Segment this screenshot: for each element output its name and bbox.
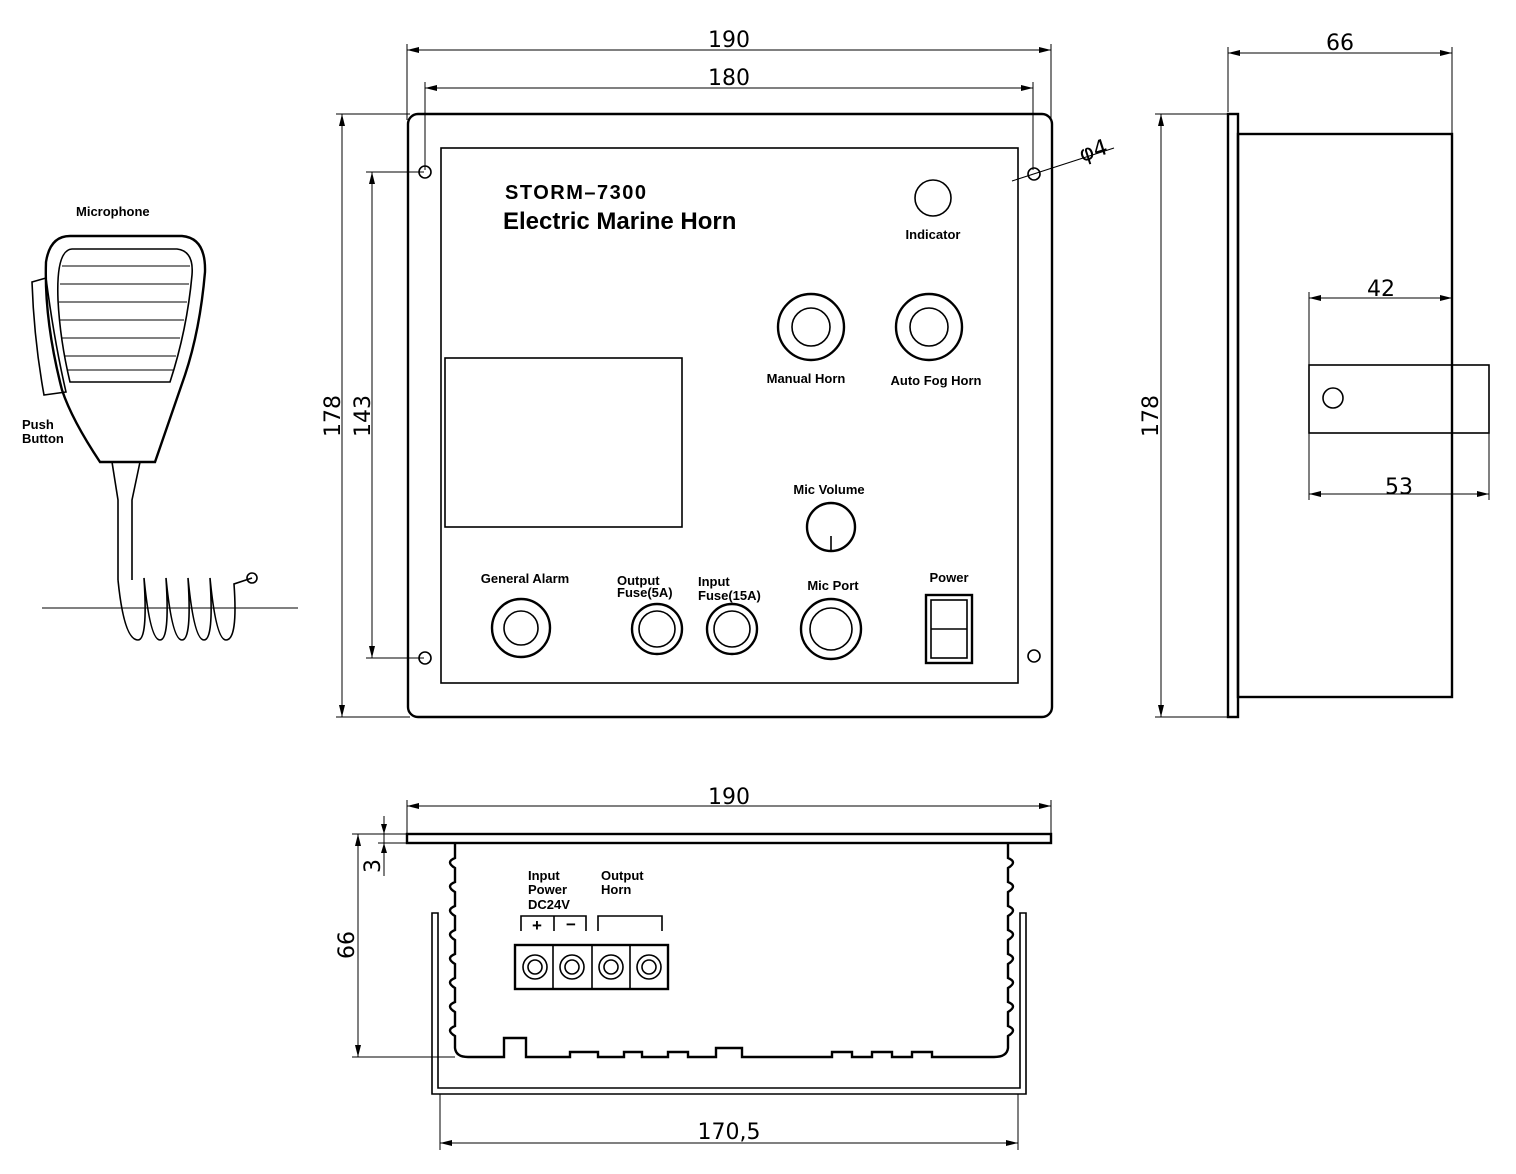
bottom-flange [405,832,1053,845]
microphone-cord [111,461,141,580]
mic-volume-label: Mic Volume [793,482,864,497]
dim-body-width: 170,5 [698,1120,761,1145]
mounting-bracket [1308,364,1490,434]
mount-hole-tr [1027,167,1041,181]
dim-side-depth: 66 [1326,31,1354,56]
side-flange [1226,112,1240,719]
input-power-label-3: DC24V [528,897,570,912]
dim-flange-thickness: 3 [361,859,386,873]
front-panel-face [440,147,1019,684]
output-horn-label-1: Output [601,868,644,883]
indicator-label: Indicator [906,227,961,242]
general-alarm-button [490,597,552,659]
dim-front-width: 190 [708,28,750,53]
general-alarm-label: General Alarm [481,571,569,586]
bottom-view: 190 3 66 Input Power DC24V Output Horn +… [335,785,1053,1150]
dim-bottom-width: 190 [708,785,750,810]
side-rail-left [431,912,1027,1095]
terminal-screws [522,954,662,980]
front-view: 190 180 178 143 φ4 STORM–7300 Electric M… [321,28,1115,719]
power-label: Power [929,570,968,585]
mount-hole-bl [418,651,432,665]
push-button-label-1: Push [22,417,54,432]
dim-hole-spacing-v: 143 [351,395,376,437]
bottom-body [448,843,1015,1059]
manual-horn-label: Manual Horn [767,371,846,386]
bracket-hole [1322,387,1344,409]
dim-hole-spacing-h: 180 [708,66,750,91]
coiled-cord [117,577,253,641]
input-power-label-2: Power [528,882,567,897]
plus-sign: + [532,916,542,935]
mount-hole-tl [418,165,432,179]
product-title: Electric Marine Horn [503,208,736,235]
push-button-label-2: Button [22,431,64,446]
output-horn-label-2: Horn [601,882,631,897]
dim-side-height: 178 [1139,395,1164,437]
indicator-lamp [914,179,952,217]
dim-bracket-outer: 53 [1385,475,1413,500]
input-fuse-label-1: Input [698,574,730,589]
mic-port-label: Mic Port [807,578,859,593]
side-view: 66 178 42 53 [1139,31,1490,719]
output-fuse-holder [630,602,684,656]
dim-bottom-depth: 66 [335,931,360,959]
push-button [31,276,67,396]
mount-hole-br [1027,649,1041,663]
auto-fog-horn-button [894,292,964,362]
dim-hole-diameter: φ4 [1076,135,1111,168]
input-fuse-label-2: Fuse(15A) [698,588,761,603]
microphone-label: Microphone [76,204,150,219]
front-panel-outer [406,112,1054,719]
dim-front-height: 178 [321,395,346,437]
mic-port-socket [799,597,863,661]
output-fuse-label-1: Output [617,573,660,588]
input-power-label-1: Input [528,868,560,883]
minus-sign: − [566,915,576,934]
power-switch [924,593,974,665]
microphone-grille [59,265,190,371]
display-window [444,357,683,528]
manual-horn-button [776,292,846,362]
side-body [1236,132,1454,699]
dim-bracket-inner: 42 [1367,277,1395,302]
microphone-drawing: Microphone Push Button [22,204,298,641]
output-fuse-label-2: Fuse(5A) [617,585,673,600]
input-fuse-holder [705,602,759,656]
model-title: STORM–7300 [505,182,647,204]
auto-fog-horn-label: Auto Fog Horn [891,373,982,388]
